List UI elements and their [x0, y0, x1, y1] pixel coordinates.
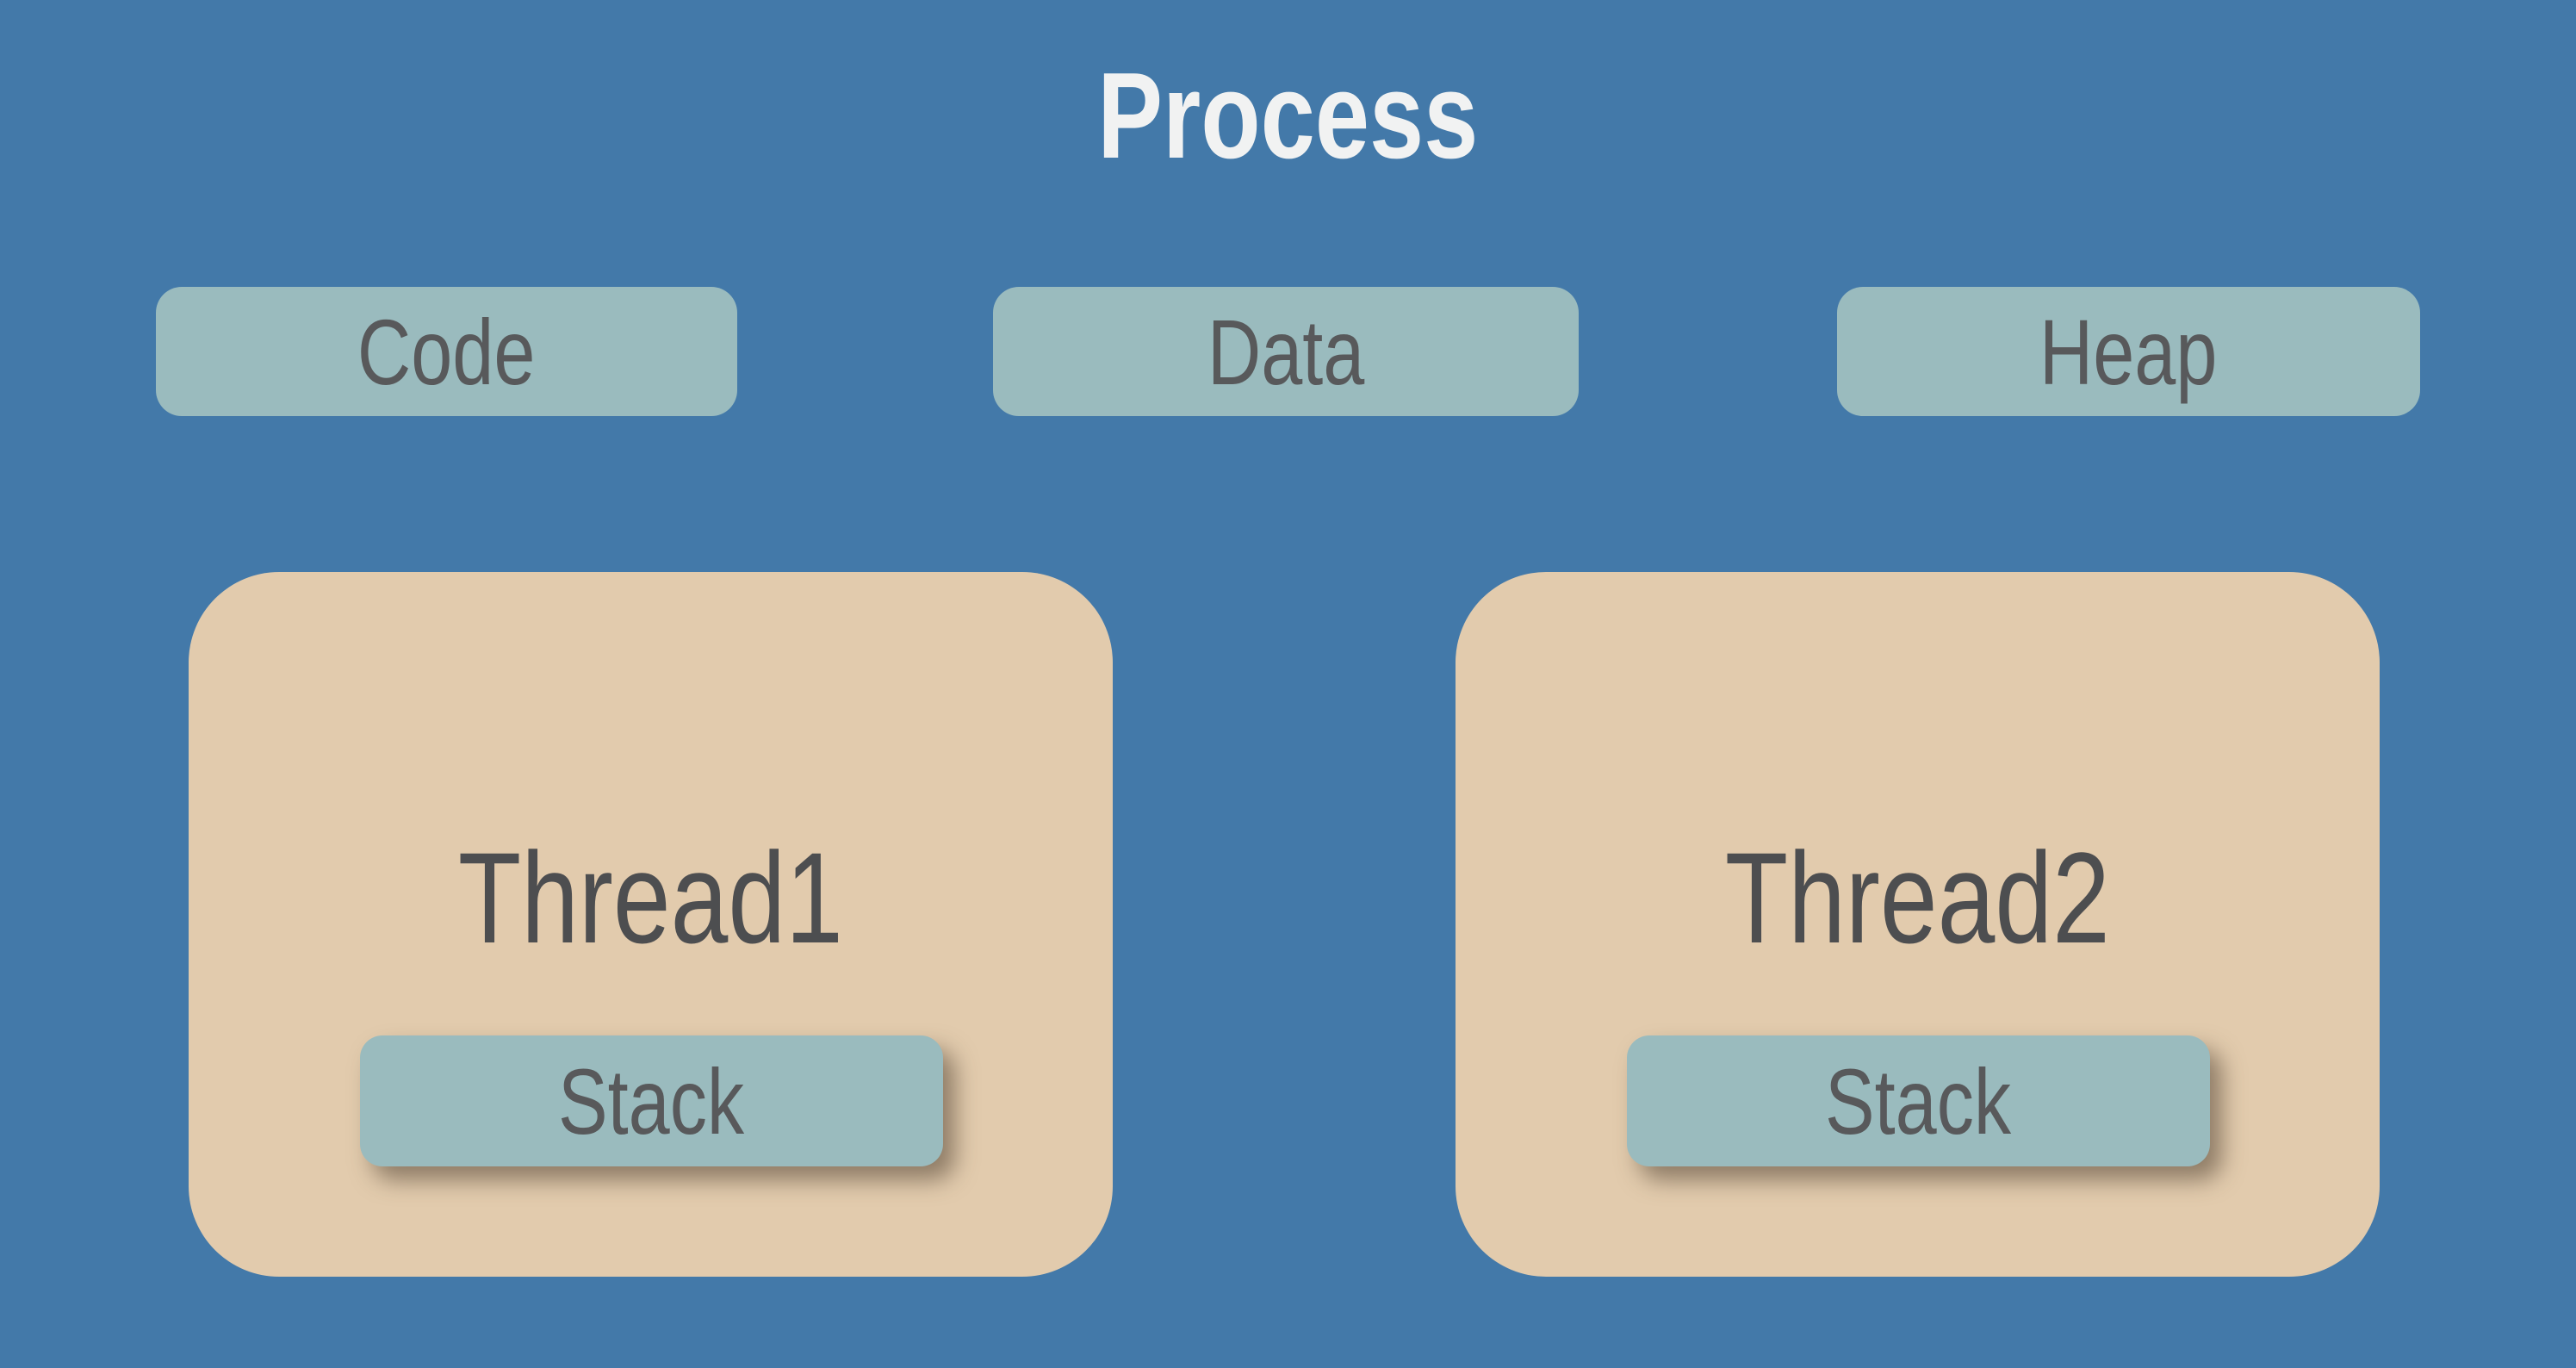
thread1-stack-label: Stack	[558, 1048, 745, 1153]
code-box: Code	[156, 287, 737, 416]
data-box: Data	[993, 287, 1579, 416]
thread1-label: Thread1	[189, 830, 1113, 967]
thread1-label-text: Thread1	[458, 825, 843, 970]
thread2-label: Thread2	[1456, 830, 2380, 967]
heap-box: Heap	[1837, 287, 2420, 416]
thread2-stack-label: Stack	[1825, 1048, 2012, 1153]
thread2-stack-box: Stack	[1627, 1035, 2210, 1166]
thread1-stack-box: Stack	[360, 1035, 943, 1166]
code-label: Code	[357, 299, 536, 404]
process-title: Process	[0, 55, 2576, 177]
data-label: Data	[1207, 299, 1365, 404]
process-title-text: Process	[1097, 47, 1479, 184]
thread2-box: Thread2 Stack	[1456, 572, 2380, 1277]
thread1-box: Thread1 Stack	[189, 572, 1113, 1277]
heap-label: Heap	[2039, 299, 2218, 404]
thread2-label-text: Thread2	[1725, 825, 2110, 970]
